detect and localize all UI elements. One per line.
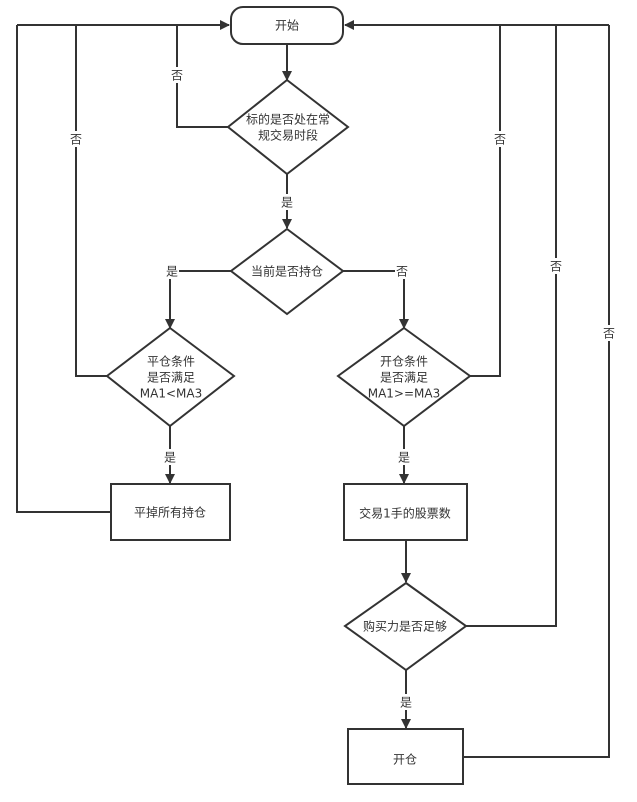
svg-text:是: 是 bbox=[281, 196, 293, 210]
svg-text:交易1手的股票数: 交易1手的股票数 bbox=[359, 506, 451, 521]
edge-label-buying-power-no: 否 bbox=[549, 258, 563, 274]
node-close-all-process[interactable]: 平掉所有持仓 bbox=[110, 483, 231, 541]
edge-close-all-to-start bbox=[16, 25, 110, 513]
svg-text:开仓条件: 开仓条件 bbox=[380, 355, 428, 369]
node-open-position-process[interactable]: 开仓 bbox=[347, 728, 464, 785]
svg-text:规交易时段: 规交易时段 bbox=[258, 128, 318, 143]
svg-text:是: 是 bbox=[400, 696, 412, 710]
edge-label-trading-hours-yes: 是 bbox=[280, 194, 294, 210]
edges bbox=[16, 20, 610, 758]
edge-open-position-to-start bbox=[463, 25, 610, 758]
edge-labels: 否 否 是 是 否 否 否 否 bbox=[69, 67, 616, 710]
svg-text:否: 否 bbox=[396, 265, 408, 279]
svg-text:是: 是 bbox=[164, 451, 176, 465]
svg-text:否: 否 bbox=[70, 133, 82, 147]
edge-label-open-position-no: 否 bbox=[602, 325, 616, 341]
node-close-condition-decision[interactable]: 平仓条件 是否满足 MA1<MA3 bbox=[105, 326, 236, 428]
svg-text:是否满足: 是否满足 bbox=[147, 371, 195, 385]
svg-text:当前是否持仓: 当前是否持仓 bbox=[251, 264, 323, 279]
node-buying-power-decision[interactable]: 购买力是否足够 bbox=[343, 581, 468, 672]
edge-label-buying-power-yes: 是 bbox=[399, 694, 413, 710]
svg-text:购买力是否足够: 购买力是否足够 bbox=[363, 619, 447, 634]
svg-text:否: 否 bbox=[550, 260, 562, 274]
svg-text:开仓: 开仓 bbox=[393, 753, 417, 767]
node-lot-size-process[interactable]: 交易1手的股票数 bbox=[343, 483, 468, 541]
svg-text:否: 否 bbox=[171, 69, 183, 83]
svg-text:MA1<MA3: MA1<MA3 bbox=[140, 387, 202, 401]
edge-holding-no bbox=[343, 270, 409, 329]
edge-open-condition-no bbox=[470, 25, 501, 377]
edge-trading-hours-no bbox=[176, 25, 228, 128]
svg-text:否: 否 bbox=[603, 327, 615, 341]
svg-text:是: 是 bbox=[166, 265, 178, 279]
svg-text:是否满足: 是否满足 bbox=[380, 371, 428, 385]
edge-label-close-condition-no: 否 bbox=[69, 131, 83, 147]
svg-text:平仓条件: 平仓条件 bbox=[147, 355, 195, 369]
svg-text:开始: 开始 bbox=[275, 19, 299, 33]
svg-text:平掉所有持仓: 平掉所有持仓 bbox=[134, 505, 206, 520]
node-holding-decision[interactable]: 当前是否持仓 bbox=[229, 227, 345, 316]
svg-text:MA1>=MA3: MA1>=MA3 bbox=[368, 387, 441, 401]
svg-text:是: 是 bbox=[398, 451, 410, 465]
edge-label-open-condition-no: 否 bbox=[493, 131, 507, 147]
edge-label-holding-no: 否 bbox=[395, 263, 409, 279]
edge-label-holding-yes: 是 bbox=[165, 263, 179, 279]
node-trading-hours-decision[interactable]: 标的是否处在常 规交易时段 bbox=[226, 78, 350, 176]
edge-label-close-condition-yes: 是 bbox=[163, 449, 177, 465]
node-open-condition-decision[interactable]: 开仓条件 是否满足 MA1>=MA3 bbox=[336, 326, 472, 428]
svg-text:标的是否处在常: 标的是否处在常 bbox=[246, 112, 330, 127]
edge-label-trading-hours-no: 否 bbox=[170, 67, 184, 83]
edge-holding-yes bbox=[165, 270, 231, 329]
edge-label-open-condition-yes: 是 bbox=[397, 449, 411, 465]
edge-buying-power-no bbox=[466, 25, 557, 627]
node-start[interactable]: 开始 bbox=[230, 6, 344, 45]
edge-close-condition-no bbox=[75, 25, 107, 377]
svg-text:否: 否 bbox=[494, 133, 506, 147]
